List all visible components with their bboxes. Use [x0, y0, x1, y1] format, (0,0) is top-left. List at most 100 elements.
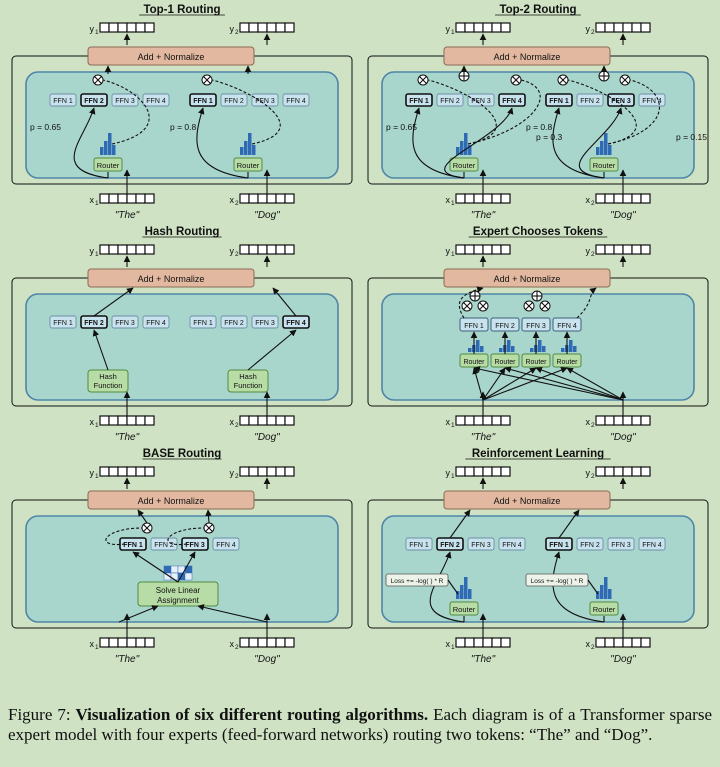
vector-cell [622, 244, 633, 255]
vector-cell [126, 244, 137, 255]
vector-cell [266, 637, 277, 648]
vector-cell [266, 22, 277, 33]
vector-cell [455, 637, 466, 648]
vector-cell [126, 22, 137, 33]
expert-label: FFN 3 [185, 542, 205, 549]
probability-label: p = 0.15 [676, 132, 707, 142]
vector-cell [604, 637, 615, 648]
vector-cell [266, 193, 277, 204]
prob-path [567, 79, 637, 145]
vector-cell [464, 415, 475, 426]
output-route-arrow [137, 509, 148, 524]
prob-path [102, 79, 150, 145]
hash-label-line2: Function [94, 381, 123, 390]
multiply-icon [619, 74, 631, 86]
expert-box [220, 315, 248, 329]
vector-cell [491, 637, 502, 648]
matrix-cell [170, 572, 179, 581]
expert-box [545, 93, 573, 107]
histogram-bar [507, 340, 511, 352]
vector-cell [631, 244, 642, 255]
expert-label: FFN 4 [146, 98, 166, 105]
input-label: x [230, 417, 235, 427]
vector-cell [473, 637, 484, 648]
token-label: "The" [115, 210, 140, 221]
vector-cell [482, 415, 493, 426]
expert-label: FFN 4 [286, 98, 306, 105]
token-to-expert [578, 107, 623, 179]
router-label: Router [494, 359, 516, 366]
multiply-icon [92, 74, 104, 86]
histogram-bar [464, 577, 468, 599]
vector-cell [500, 415, 511, 426]
vector-cell [239, 193, 250, 204]
input-label: x [90, 639, 95, 649]
expert-box [576, 93, 604, 107]
hash-label-line2: Function [234, 381, 263, 390]
vector-cell [455, 193, 466, 204]
expert-label: FFN 2 [154, 542, 174, 549]
input-vector [455, 637, 511, 648]
histogram-bar [530, 348, 534, 352]
vector-cell [595, 415, 606, 426]
router-histogram-icon [240, 133, 256, 155]
input-label: x [446, 417, 451, 427]
expert-label: FFN 2 [224, 320, 244, 327]
expert-box [552, 317, 582, 332]
input-subscript: 1 [451, 200, 455, 207]
expert-label: FFN 3 [611, 98, 631, 105]
histogram-bar [538, 340, 542, 352]
expert-label: FFN 1 [53, 320, 73, 327]
expert-box [80, 93, 108, 107]
output-label: y [446, 468, 451, 478]
vector-cell [595, 466, 606, 477]
expert-label: FFN 3 [526, 323, 546, 330]
vector-cell [284, 637, 295, 648]
expert-label: FFN 3 [611, 542, 631, 549]
input-label: x [586, 639, 591, 649]
expert-box [189, 315, 217, 329]
vector-cell [135, 22, 146, 33]
vector-cell [631, 415, 642, 426]
loss-to-router [447, 579, 459, 595]
multiply-icon [557, 74, 569, 86]
histogram-bar [456, 591, 460, 599]
multiply-icon [461, 300, 473, 312]
vector-cell [239, 244, 250, 255]
input-subscript: 2 [235, 644, 239, 651]
vector-cell [144, 466, 155, 477]
output-label: y [586, 246, 591, 256]
histogram-bar [108, 133, 112, 155]
output-vector [455, 466, 511, 477]
vector-cell [275, 466, 286, 477]
vector-cell [631, 637, 642, 648]
multiply-icon [417, 74, 429, 86]
vector-cell [284, 244, 295, 255]
histogram-bar [460, 585, 464, 599]
router-histogram-icon [456, 577, 472, 599]
expert-box [405, 93, 433, 107]
vector-cell [473, 193, 484, 204]
expert-label: FFN 1 [193, 320, 213, 327]
vector-cell [640, 193, 651, 204]
hash-label-line1: Hash [239, 372, 257, 381]
vector-cell [275, 193, 286, 204]
expert-label: FFN 1 [409, 98, 429, 105]
output-subscript: 2 [591, 473, 595, 480]
probability-label: p = 0.65 [30, 122, 61, 132]
vector-cell [117, 22, 128, 33]
expert-label: FFN 1 [549, 98, 569, 105]
router-label: Router [593, 161, 616, 170]
input-subscript: 2 [235, 422, 239, 429]
token-to-router [472, 367, 484, 401]
router-box [449, 601, 479, 616]
input-vector [239, 193, 295, 204]
router-label: Router [593, 605, 616, 614]
combine-path [576, 287, 597, 319]
add-normalize-box [87, 490, 255, 510]
expert-label: FFN 2 [84, 98, 104, 105]
expert-label: FFN 2 [84, 320, 104, 327]
expert-label: FFN 4 [502, 98, 522, 105]
multiply-icon [523, 300, 535, 312]
